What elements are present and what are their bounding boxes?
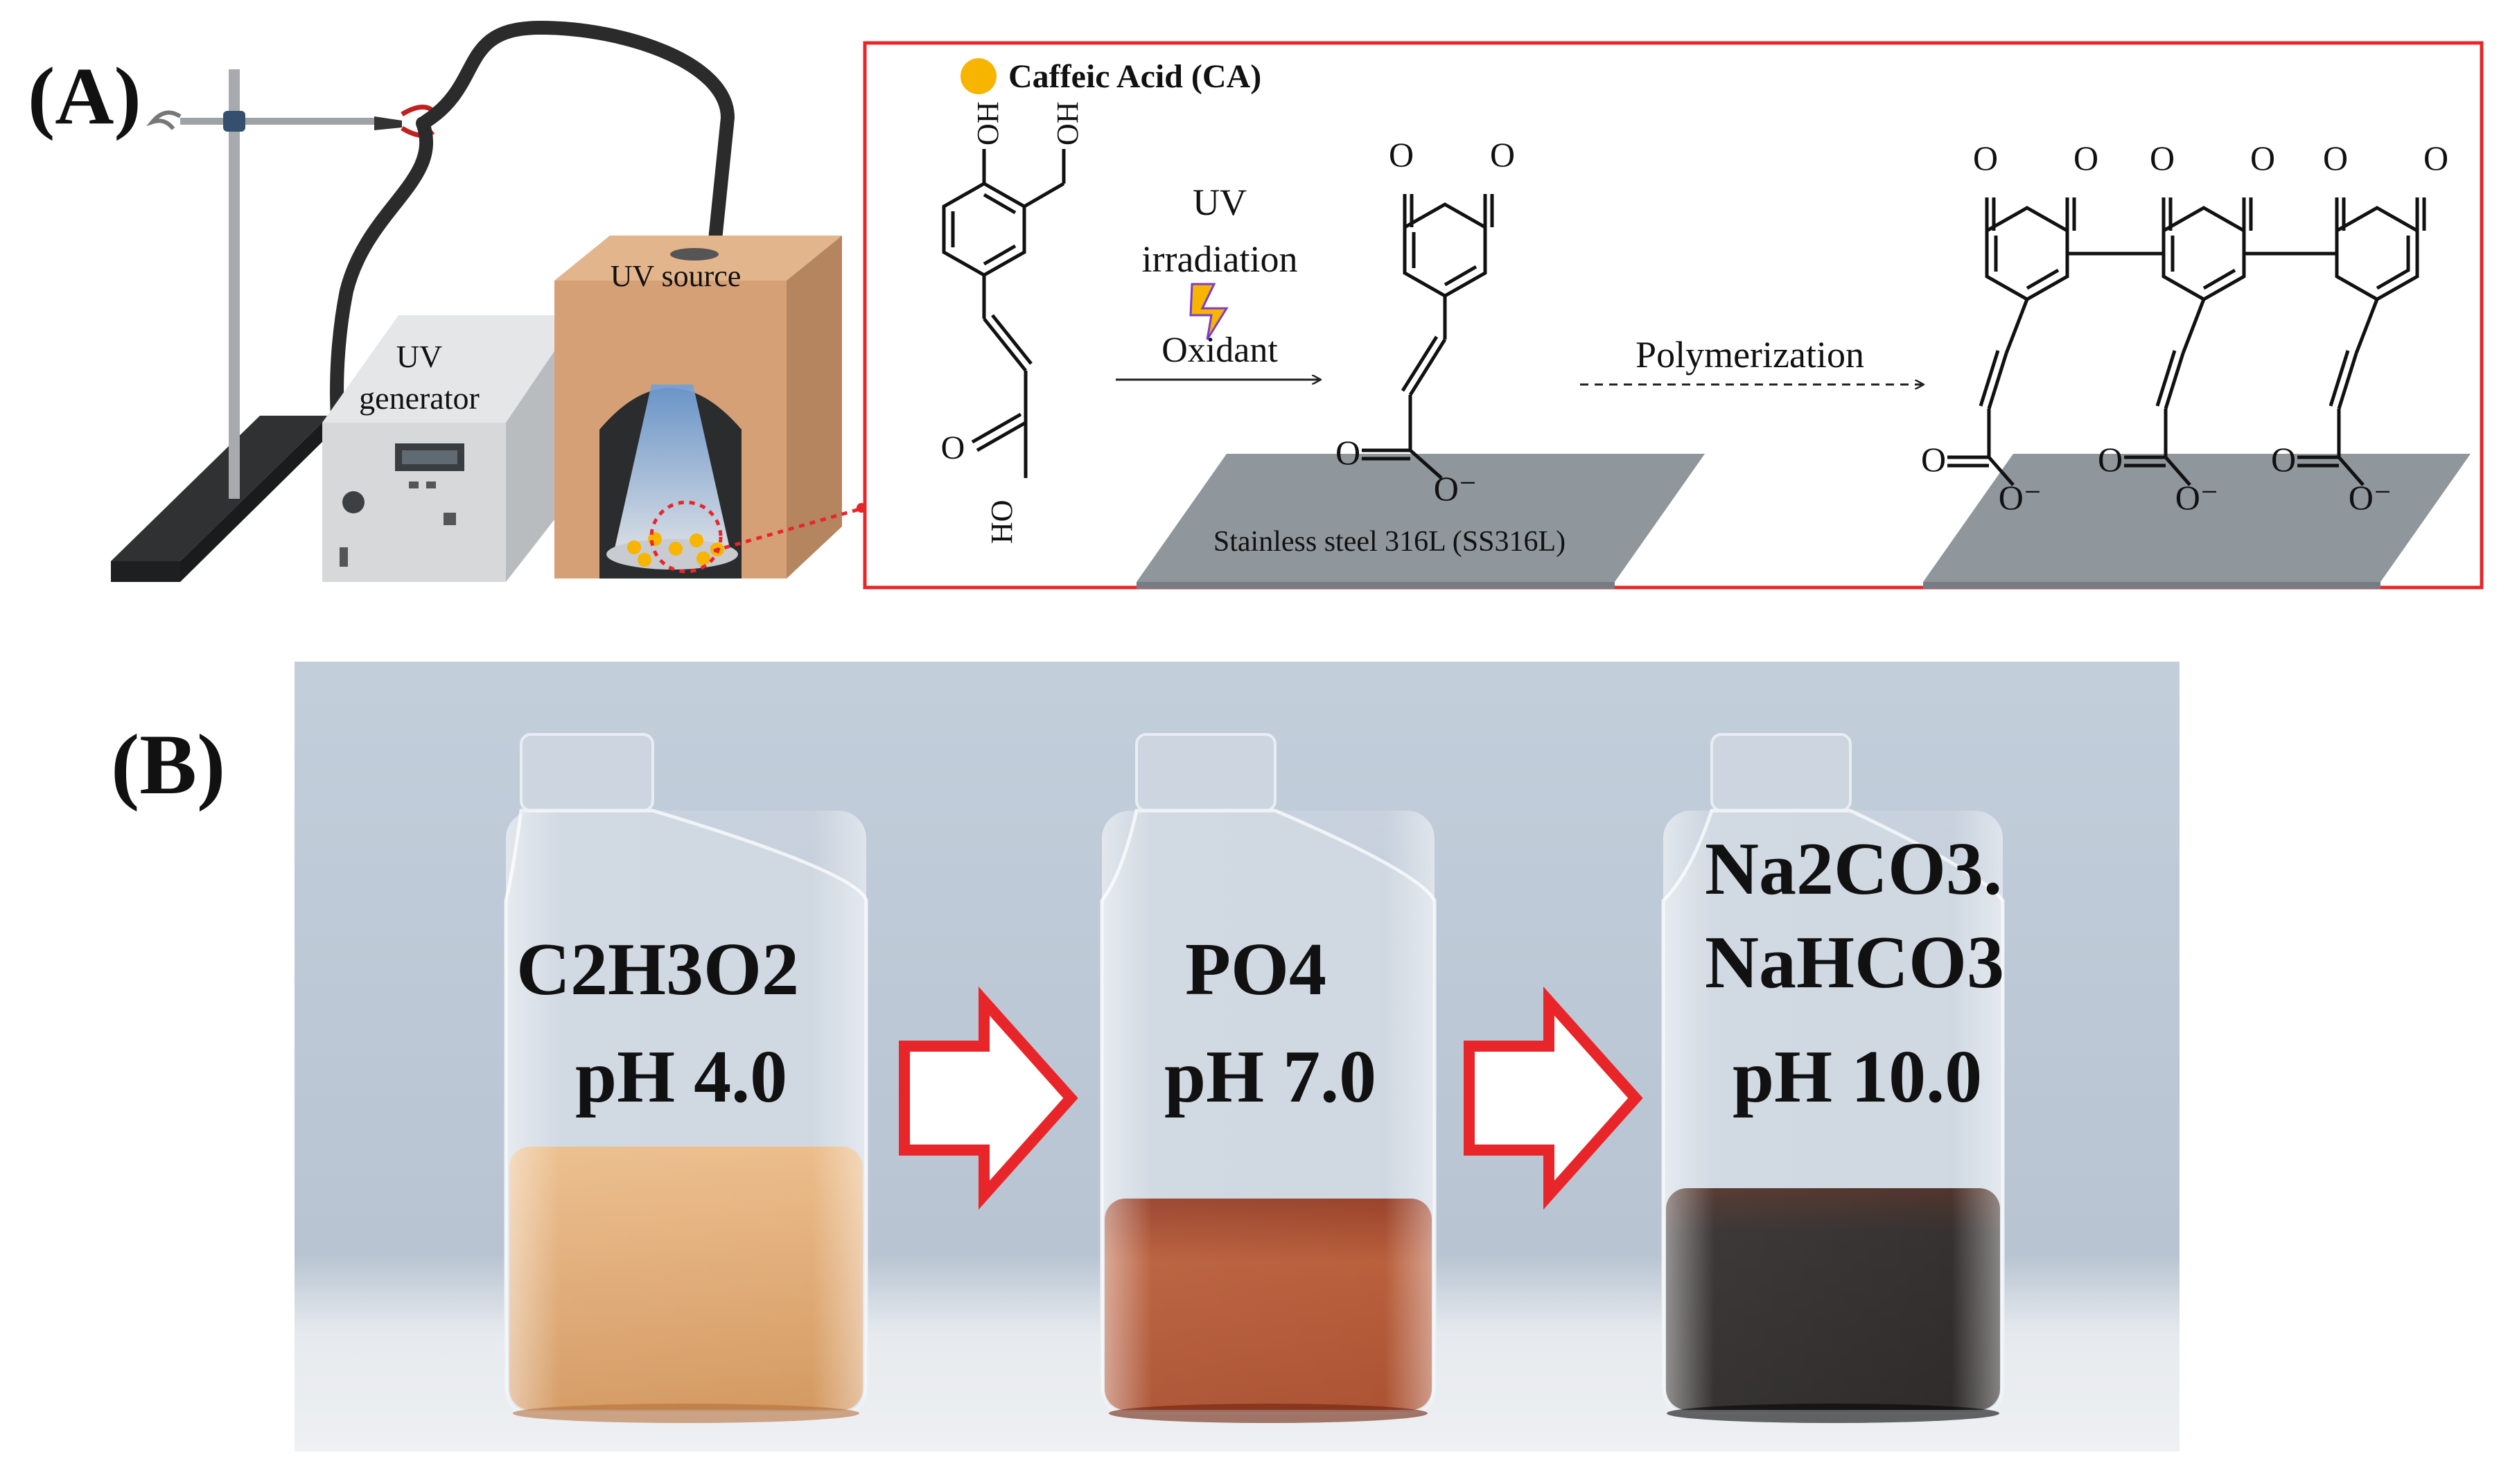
- panel-b-label: (B): [111, 717, 225, 812]
- bottle-ph7: [1100, 733, 1437, 1423]
- polymer-o: O: [2250, 139, 2275, 177]
- red-arrow-1: [899, 987, 1078, 1210]
- fiber-cable-to-source: [419, 20, 735, 260]
- caffeic-acid-legend-dot: [961, 58, 997, 94]
- uv-label-line1: UV: [1193, 182, 1247, 223]
- polymer-o: O: [2073, 139, 2098, 177]
- ca-carbonyl-o: O: [941, 430, 965, 466]
- polymer-o: O: [2423, 139, 2448, 177]
- substrate-label: Stainless steel 316L (SS316L): [1213, 526, 1566, 558]
- caffeic-acid-legend-label: Caffeic Acid (CA): [1008, 58, 1261, 95]
- zoom-connector: [713, 507, 860, 553]
- ca-oh-right: OH: [1051, 101, 1085, 145]
- uv-generator: [322, 315, 579, 582]
- retort-stand: [111, 69, 435, 582]
- uv-generator-label-line2: generator: [359, 380, 480, 416]
- polymerization-label: Polymerization: [1636, 334, 1864, 376]
- uv-label-line2: irradiation: [1142, 238, 1298, 280]
- bottle1-ph: pH 4.0: [575, 1036, 787, 1118]
- quinone-o1: O: [1389, 135, 1414, 174]
- polymer-o: O: [2323, 139, 2348, 177]
- uv-source-box: [554, 236, 842, 578]
- bottle1-buffer: C2H3O2: [516, 928, 799, 1011]
- red-arrow-2: [1464, 987, 1643, 1210]
- polymer-o: O: [1973, 139, 1998, 177]
- polymer-o: O: [2098, 440, 2123, 479]
- bottle-ph10: [1661, 733, 2005, 1423]
- quinone-o-minus: O⁻: [1434, 469, 1477, 508]
- caffeic-acid-particles: [627, 532, 724, 567]
- substrate-plate-1: [1137, 454, 1705, 582]
- polymer-atom-labels: O O O O O O O O O O⁻ O⁻ O⁻: [1921, 139, 2448, 517]
- polymer-chain: [1947, 197, 2426, 486]
- bottle3-buffer-line2: NaHCO3: [1705, 921, 2004, 1004]
- uv-generator-label-line1: UV: [396, 339, 442, 374]
- substrate-plate-2: [1923, 454, 2471, 582]
- polymer-o-minus: O⁻: [1999, 478, 2042, 517]
- lightning-icon: [1189, 283, 1229, 340]
- bottle3-ph: pH 10.0: [1733, 1036, 1982, 1118]
- polymer-o: O: [1921, 440, 1946, 479]
- oxidant-label: Oxidant: [1161, 330, 1278, 370]
- quinone-o3: O: [1335, 433, 1360, 472]
- bottle-ph4: [504, 733, 868, 1423]
- ca-ho: HO: [985, 500, 1019, 544]
- uv-source-label: UV source: [611, 259, 742, 293]
- bottle2-buffer: PO4: [1185, 928, 1326, 1011]
- polymer-o-minus: O⁻: [2175, 478, 2219, 517]
- quinone-o2: O: [1490, 135, 1515, 174]
- ca-oh-left: OH: [971, 101, 1005, 145]
- zoom-circle: [649, 500, 723, 574]
- polymer-o-minus: O⁻: [2349, 478, 2392, 517]
- polymer-o: O: [2150, 139, 2175, 177]
- polymer-o: O: [2271, 440, 2296, 479]
- bottle3-buffer-line1: Na2CO3.: [1705, 828, 2002, 910]
- bottle2-ph: pH 7.0: [1164, 1036, 1376, 1118]
- quinone-monomer: [1362, 194, 1494, 479]
- panel-a-label: (A): [28, 51, 141, 141]
- caffeic-acid-molecule: [942, 149, 1066, 478]
